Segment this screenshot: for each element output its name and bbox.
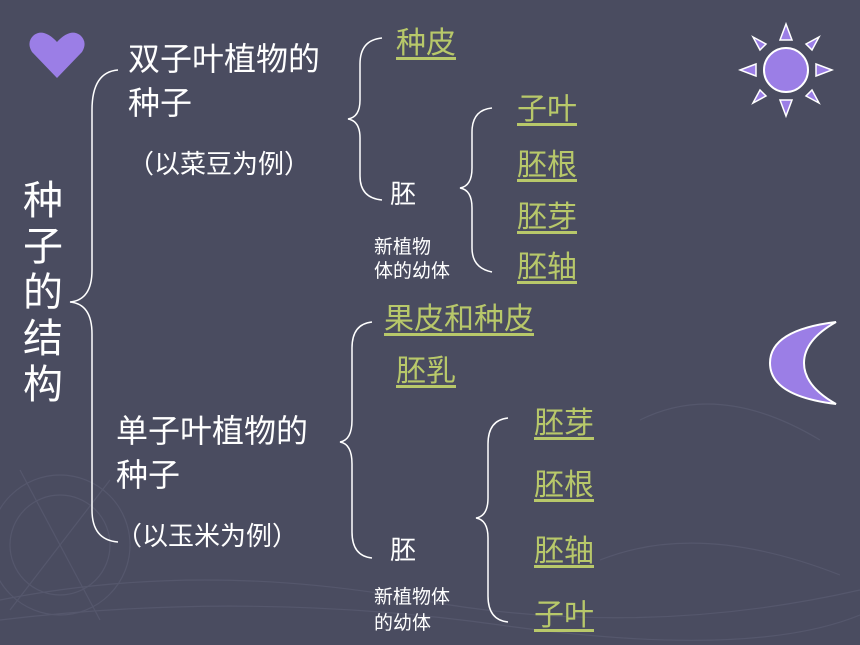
title-char: 构 xyxy=(23,362,63,408)
title-char: 的 xyxy=(23,270,63,316)
title-char: 种 xyxy=(23,178,63,224)
moon-icon xyxy=(768,321,837,405)
dicot-plumule-link[interactable]: 胚芽 xyxy=(517,200,577,235)
monocot-cotyledon-link[interactable]: 子叶 xyxy=(534,598,594,633)
monocot-embryo-note-line1: 新植物体 xyxy=(374,586,451,608)
monocot-example: （以玉米为例） xyxy=(116,522,299,552)
title-char: 结 xyxy=(23,316,63,362)
dicot-hypocotyl-link[interactable]: 胚轴 xyxy=(517,250,577,285)
sun-icon xyxy=(738,22,834,118)
dicot-embryo-note-line2: 体的幼体 xyxy=(374,260,451,282)
heart-icon xyxy=(29,32,85,78)
title-char: 子 xyxy=(23,224,63,270)
dicot-cotyledon-link[interactable]: 子叶 xyxy=(517,92,577,127)
monocot-plumule-link[interactable]: 胚芽 xyxy=(534,406,594,441)
monocot-hypocotyl-link[interactable]: 胚轴 xyxy=(534,534,594,569)
dicot-seed-coat-link[interactable]: 种皮 xyxy=(396,26,456,61)
dicot-heading-line1: 双子叶植物的 xyxy=(128,40,321,78)
monocot-embryo-label: 胚 xyxy=(390,536,417,566)
monocot-radicle-link[interactable]: 胚根 xyxy=(534,468,594,503)
dicot-embryo-note-line1: 新植物 xyxy=(374,236,432,258)
monocot-heading-line2: 种子 xyxy=(116,456,181,494)
vertical-title: 种 子 的 结 构 xyxy=(18,178,68,408)
monocot-endosperm-link[interactable]: 胚乳 xyxy=(396,354,456,389)
monocot-pericarp-link[interactable]: 果皮和种皮 xyxy=(384,302,534,337)
dicot-radicle-link[interactable]: 胚根 xyxy=(517,148,577,183)
monocot-embryo-note-line2: 的幼体 xyxy=(374,612,432,634)
dicot-heading-line2: 种子 xyxy=(128,84,193,122)
dicot-embryo-label: 胚 xyxy=(390,180,417,210)
dicot-example: （以菜豆为例） xyxy=(128,150,311,180)
monocot-heading-line1: 单子叶植物的 xyxy=(116,412,309,450)
